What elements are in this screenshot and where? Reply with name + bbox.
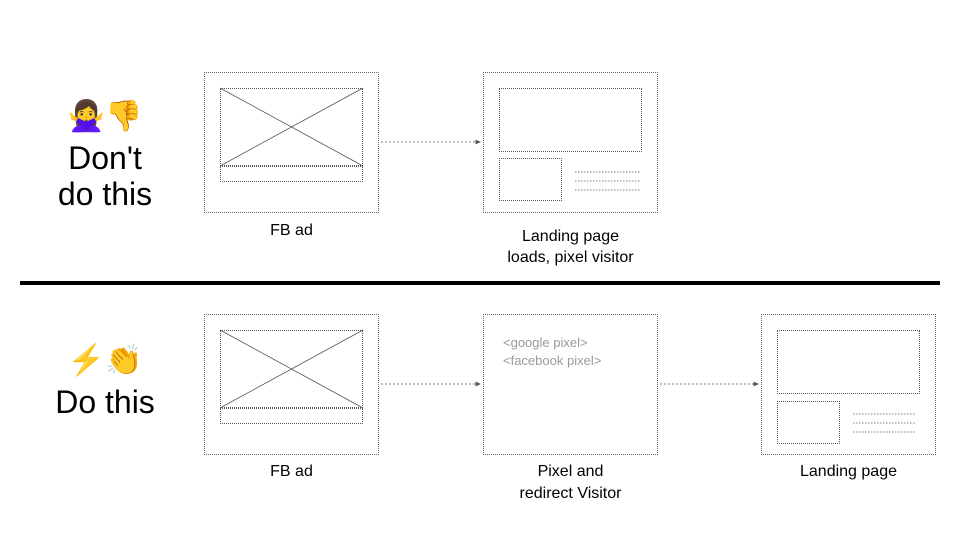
landing-hero-placeholder-bottom: [777, 330, 920, 394]
fb-ad-caption-top: FB ad: [270, 222, 313, 239]
landing-image-placeholder-top: [499, 158, 562, 201]
image-cross-top-b: [219, 87, 364, 167]
fb-ad-image-placeholder-bottom: [220, 330, 363, 408]
landing-hero-placeholder-top: [499, 88, 642, 152]
landing-caption-top-line2: loads, pixel visitor: [507, 249, 634, 266]
pixel-redirect-mockup: [483, 314, 658, 455]
image-cross-bottom-b: [219, 329, 364, 409]
fb-ad-caption-bottom: FB ad: [270, 463, 313, 480]
dont-emoji: 🙅‍♀️👎: [67, 100, 143, 133]
fb-ad-text-bar-bottom: [220, 408, 363, 424]
dont-heading-line2: do this: [57, 176, 153, 212]
fb-ad-image-placeholder-top: [220, 88, 363, 166]
pixel-caption-line2: redirect Visitor: [519, 485, 622, 502]
do-heading: Do this: [55, 384, 155, 420]
pixel-caption-line1: Pixel and: [537, 463, 604, 480]
landing-page-mockup-bottom: [761, 314, 936, 455]
landing-caption-top-line1: Landing page: [522, 228, 619, 245]
fb-ad-mockup-top: [204, 72, 379, 213]
fb-ad-text-bar-top: [220, 166, 363, 182]
dont-heading-line1: Don't: [68, 140, 142, 176]
fb-ad-mockup-bottom: [204, 314, 379, 455]
do-emoji: ⚡👏: [67, 344, 143, 377]
facebook-pixel-code: <facebook pixel>: [503, 353, 602, 368]
section-divider: [20, 281, 940, 285]
landing-image-placeholder-bottom: [777, 401, 840, 444]
landing-page-mockup-top: [483, 72, 658, 213]
google-pixel-code: <google pixel>: [503, 335, 588, 350]
landing-caption-bottom: Landing page: [800, 463, 897, 480]
